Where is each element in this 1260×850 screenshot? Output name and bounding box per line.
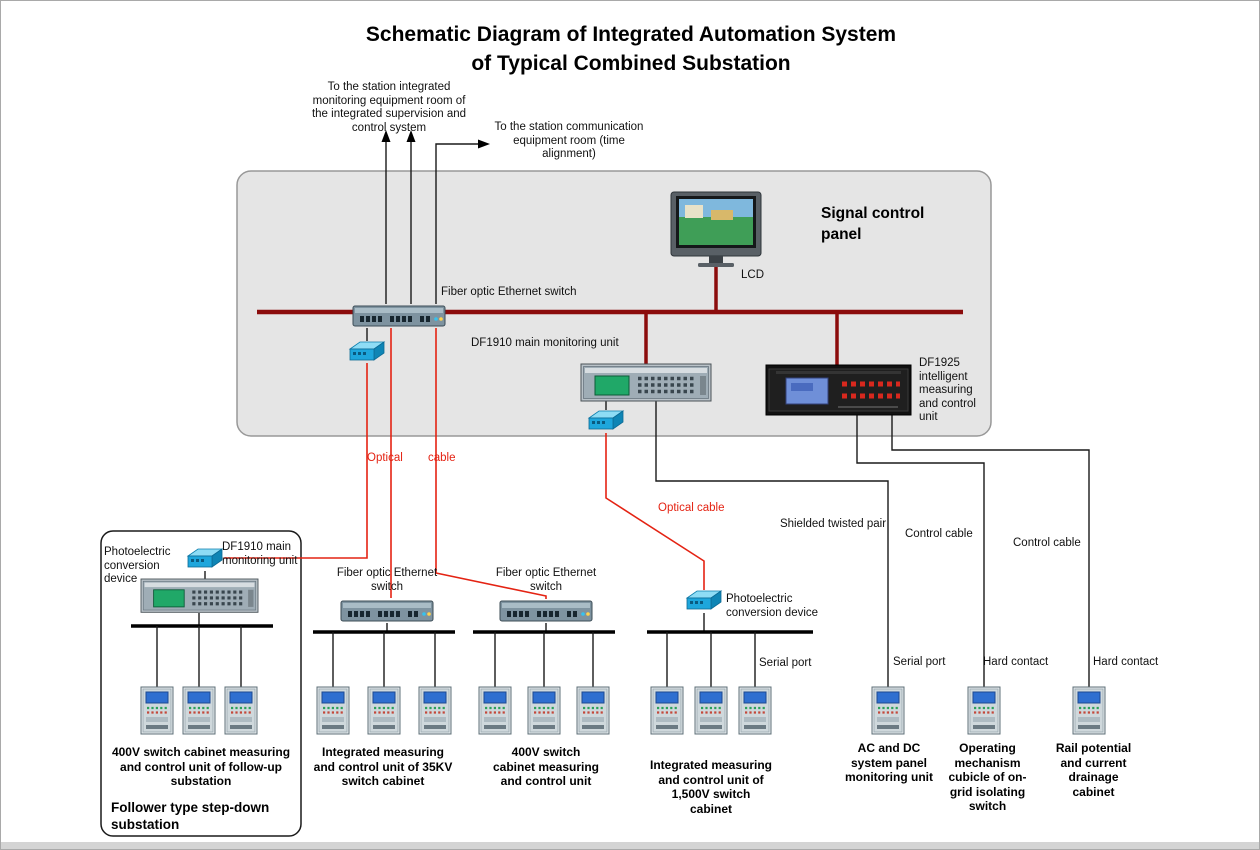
caption-1500v: Integrated measuring and control unit of…: [649, 758, 773, 816]
optical-line-1500v: [605, 433, 705, 590]
df1910-label: DF1910 main monitoring unit: [471, 337, 619, 349]
optical-line-400v: [435, 328, 547, 599]
measuring-unit: [223, 685, 259, 736]
ethernet-switch-400v: [499, 600, 593, 622]
optical-line-follower: [224, 363, 368, 559]
measuring-unit: [526, 685, 562, 736]
optical-label: Optical: [367, 452, 403, 464]
arrow-up-2-head: [406, 130, 416, 142]
caption-isolating: Operating mechanism cubicle of on-grid i…: [948, 741, 1027, 813]
ethernet-switch-main: [352, 305, 446, 327]
measuring-unit: [315, 685, 351, 736]
cable-label: cable: [428, 452, 456, 464]
caption-acdc: AC and DC system panel monitoring unit: [845, 741, 933, 784]
isolating-switch-unit: [966, 685, 1002, 736]
lcd-label: LCD: [741, 269, 765, 281]
df1925-unit: [766, 365, 911, 415]
follower-df1910-label: DF1910 main monitoring unit: [222, 541, 298, 567]
page-title: Schematic Diagram of Integrated Automati…: [1, 20, 1259, 78]
measuring-unit: [477, 685, 513, 736]
hard-contact-label-isolating: Hard contact: [983, 656, 1049, 668]
caption-35kv: Integrated measuring and control unit of…: [313, 745, 453, 788]
measuring-unit: [366, 685, 402, 736]
switch-400v-label: Fiber optic Ethernet switch: [495, 567, 597, 593]
arrow-right-head: [478, 139, 490, 149]
optical-cable-label: Optical cable: [658, 502, 725, 514]
control-cable-line-2: [891, 415, 1090, 687]
shielded-pair-line: [655, 401, 889, 687]
annotation-to-communication-room: To the station communication equipment r…: [494, 121, 644, 160]
caption-400v: 400V switch cabinet measuring and contro…: [492, 745, 600, 788]
follower-caption: 400V switch cabinet measuring and contro…: [111, 745, 291, 788]
rail-drainage-unit: [1071, 685, 1107, 736]
measuring-unit: [575, 685, 611, 736]
measuring-unit: [737, 685, 773, 736]
bottom-strip: [1, 842, 1259, 849]
measuring-unit: [417, 685, 453, 736]
lcd-monitor: [670, 191, 762, 268]
measuring-unit: [139, 685, 175, 736]
measuring-unit: [181, 685, 217, 736]
serial-port-label-acdc: Serial port: [893, 656, 946, 668]
main-switch-label: Fiber optic Ethernet switch: [441, 286, 577, 298]
switch-35kv-label: Fiber optic Ethernet switch: [336, 567, 438, 593]
panel-title: Signal control panel: [821, 205, 925, 243]
serial-port-label-1500v: Serial port: [759, 657, 812, 669]
hard-contact-label-rail: Hard contact: [1093, 656, 1159, 668]
follower-photoelectric-label: Photoelectric conversion device: [104, 546, 171, 585]
arrow-up-1-head: [381, 130, 391, 142]
acdc-monitoring-unit: [870, 685, 906, 736]
shielded-twisted-pair-label: Shielded twisted pair: [779, 518, 887, 530]
measuring-unit: [693, 685, 729, 736]
control-cable-line-1: [856, 415, 985, 687]
photoelectric-1500v-label: Photoelectric conversion device: [726, 593, 819, 619]
caption-rail: Rail potential and current drainage cabi…: [1055, 741, 1132, 799]
control-cable-label-1: Control cable: [905, 528, 973, 540]
df1910-main-unit: [579, 362, 713, 403]
df1925-label: DF1925 intelligent measuring and control…: [919, 357, 976, 423]
annotation-to-monitoring-room: To the station integrated monitoring equ…: [311, 81, 467, 134]
title-line-1: Schematic Diagram of Integrated Automati…: [365, 23, 897, 46]
arrow-right-line: [435, 143, 480, 304]
measuring-unit: [649, 685, 685, 736]
ethernet-switch-35kv: [340, 600, 434, 622]
title-line-2: of Typical Combined Substation: [471, 52, 791, 75]
converter-1500v: [686, 590, 722, 610]
control-cable-label-2: Control cable: [1013, 537, 1081, 549]
follower-box-title: Follower type step-down substation: [111, 800, 270, 832]
